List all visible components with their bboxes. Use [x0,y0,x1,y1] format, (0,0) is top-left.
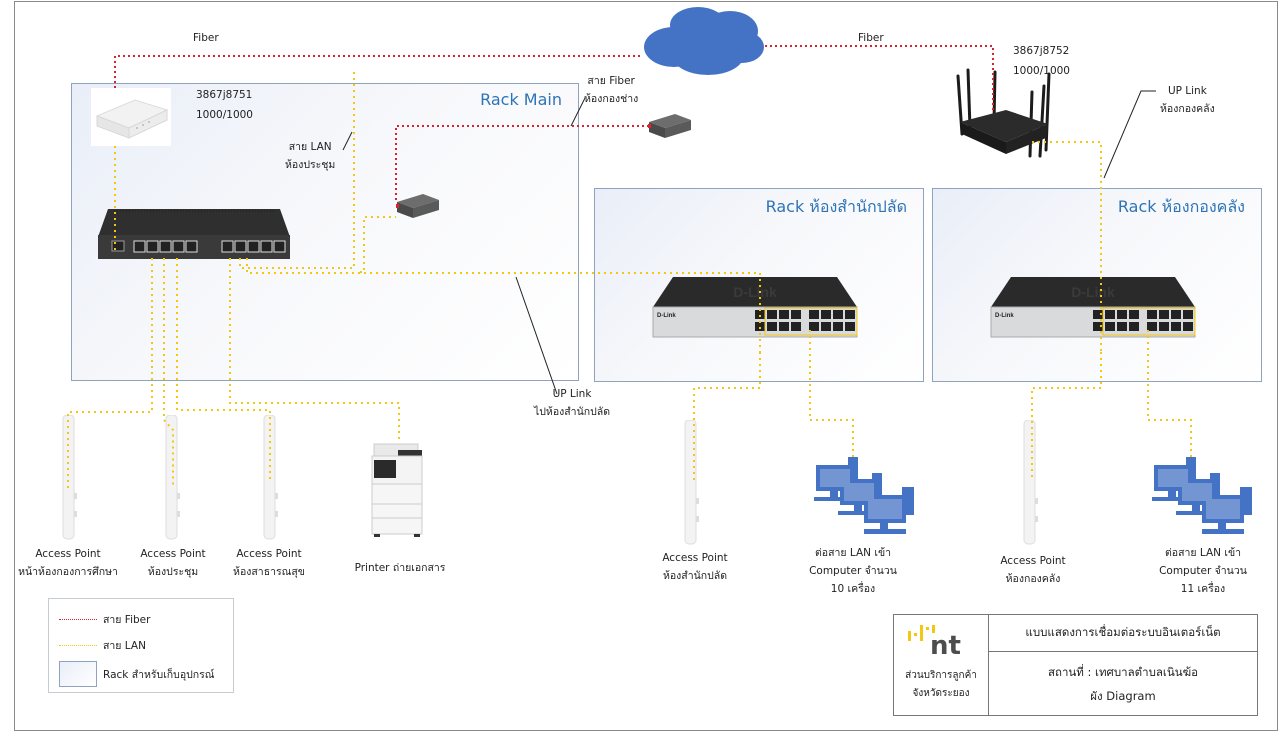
router-klang-speed: 1000/1000 [1013,65,1070,77]
wifi-router-icon [950,62,1060,174]
legend-item-lan: สาย LAN [59,637,146,654]
rack-klang-title: Rack ห้องกองคลัง [1117,197,1245,216]
svg-text:D-Link: D-Link [657,313,676,319]
access-point-icon [262,414,278,541]
computers-icon [812,457,918,537]
access-point-icon [164,414,180,541]
rack-palad-title: Rack ห้องสำนักปลัด [765,197,907,216]
org-province: จังหวัดระยอง [912,688,970,699]
endpoint-label-printer: Printer ถ่ายเอกสาร [354,562,446,574]
diagram-title: แบบแสดงการเชื่อมต่อระบบอินเตอร์เน็ต [989,615,1257,652]
rack-swatch [59,661,97,687]
fiber-line-swatch [59,619,97,620]
cloud-icon [638,3,770,77]
legend-item-fiber: สาย Fiber [59,611,150,628]
switch-palad-icon: D-Link D-Link [651,275,859,341]
router-klang-id: 3867j8752 [1013,45,1070,57]
svg-text:D-Link: D-Link [995,313,1014,319]
svg-text:D-Link: D-Link [733,284,777,300]
access-point-icon [683,419,699,546]
media-converter-icon [393,192,441,220]
org-cell: nt ส่วนบริการลูกค้า จังหวัดระยอง [894,615,989,715]
legend: สาย Fiber สาย LAN Rack สำหรับเก็บอุปกรณ์ [48,598,234,693]
svg-text:D-Link: D-Link [1071,284,1115,300]
fiber-label-right: Fiber [858,32,884,44]
ont-speed: 1000/1000 [196,109,253,121]
rack-main-title: Rack Main [480,90,562,109]
diagram-info: สถานที่ : เทศบาลตำบลเนินฆ้อ ผัง Diagram [989,652,1257,715]
title-block: nt ส่วนบริการลูกค้า จังหวัดระยอง แบบแสดง… [893,614,1258,716]
callout-uplink-klang: UP Link ห้องกองคลัง [1160,85,1215,115]
computers-icon [1150,457,1256,537]
callout-fiber-kongchang: สาย Fiber ห้องกองช่าง [584,75,639,105]
switch-klang-icon: D-Link D-Link [989,275,1197,341]
diagram-subtitle: ผัง Diagram [1090,688,1156,703]
nt-logo-icon: nt [908,625,961,657]
printer-icon [368,440,430,538]
callout-lan-meeting: สาย LAN ห้องประชุม [285,141,336,171]
org-name: ส่วนบริการลูกค้า [905,670,977,681]
callout-uplink-palad: UP Link ไปห้องสำนักปลัด [533,388,611,418]
ont-id: 3867j8751 [196,89,253,101]
ont-router-icon [91,88,171,146]
lan-line-swatch [59,645,97,646]
svg-text:nt: nt [930,631,961,657]
diagram-location: สถานที่ : เทศบาลตำบลเนินฆ้อ [1047,664,1199,679]
legend-item-rack: Rack สำหรับเก็บอุปกรณ์ [59,661,215,687]
fiber-label-left: Fiber [193,32,219,44]
media-converter-icon [645,112,693,140]
access-point-icon [1022,419,1038,546]
access-point-icon [61,414,77,541]
ethernet-router-icon [94,205,294,263]
